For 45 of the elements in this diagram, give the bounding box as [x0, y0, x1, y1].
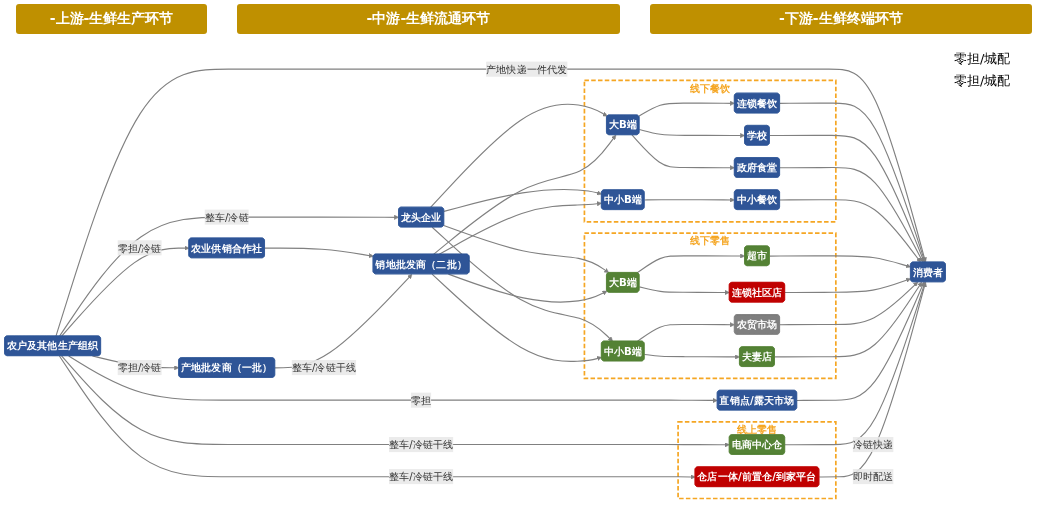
- note-label: 零担/城配: [954, 50, 1012, 68]
- arrow: [636, 322, 735, 343]
- edge-label: 即时配送: [852, 471, 894, 484]
- stage-header-bar: -上游-生鲜生产环节: [16, 4, 208, 34]
- arrow: [638, 101, 735, 118]
- arrow: [638, 286, 730, 296]
- edge-label: 零担/冷链: [117, 362, 162, 374]
- edge-label: 冷链快递: [852, 439, 894, 451]
- arrow: [431, 227, 614, 343]
- arrow: [784, 282, 927, 446]
- edge-label: 产地快递一件代发: [486, 63, 568, 76]
- arrow: [430, 104, 608, 209]
- arrow: [774, 282, 923, 358]
- arrow: [438, 201, 602, 256]
- edge-label: 整车/冷链: [204, 211, 249, 224]
- edge-label: 整车/冷链干线: [291, 362, 357, 374]
- arrow: [779, 103, 926, 263]
- arrow: [779, 167, 924, 263]
- edge-label: 零担/冷链: [117, 242, 162, 255]
- stage-header-bar: -中游-生鲜流通环节: [237, 4, 620, 34]
- arrow: [784, 278, 911, 294]
- arrow: [769, 255, 911, 269]
- arrow: [443, 225, 610, 274]
- arrow: [636, 254, 746, 274]
- arrow: [818, 282, 927, 479]
- arrow: [432, 135, 617, 256]
- note-label: 零担/城配: [954, 72, 1012, 90]
- arrow: [58, 215, 399, 338]
- arrow: [769, 135, 925, 263]
- arrow: [796, 282, 925, 402]
- arrow: [631, 134, 735, 171]
- arrow: [431, 274, 602, 363]
- arrow: [779, 199, 921, 263]
- arrow: [643, 197, 735, 203]
- edge-label: 零担: [410, 394, 432, 407]
- stage-header-bar: -下游-生鲜终端环节: [649, 4, 1032, 34]
- arrow: [643, 354, 740, 360]
- arrow: [55, 69, 927, 338]
- arrow: [779, 282, 919, 326]
- edge-label: 整车/冷链干线: [388, 439, 454, 451]
- arrow: [443, 189, 602, 213]
- edge-label: 整车/冷链干线: [388, 471, 454, 484]
- arrow: [264, 248, 374, 259]
- arrow: [61, 246, 190, 338]
- arrow: [638, 129, 746, 139]
